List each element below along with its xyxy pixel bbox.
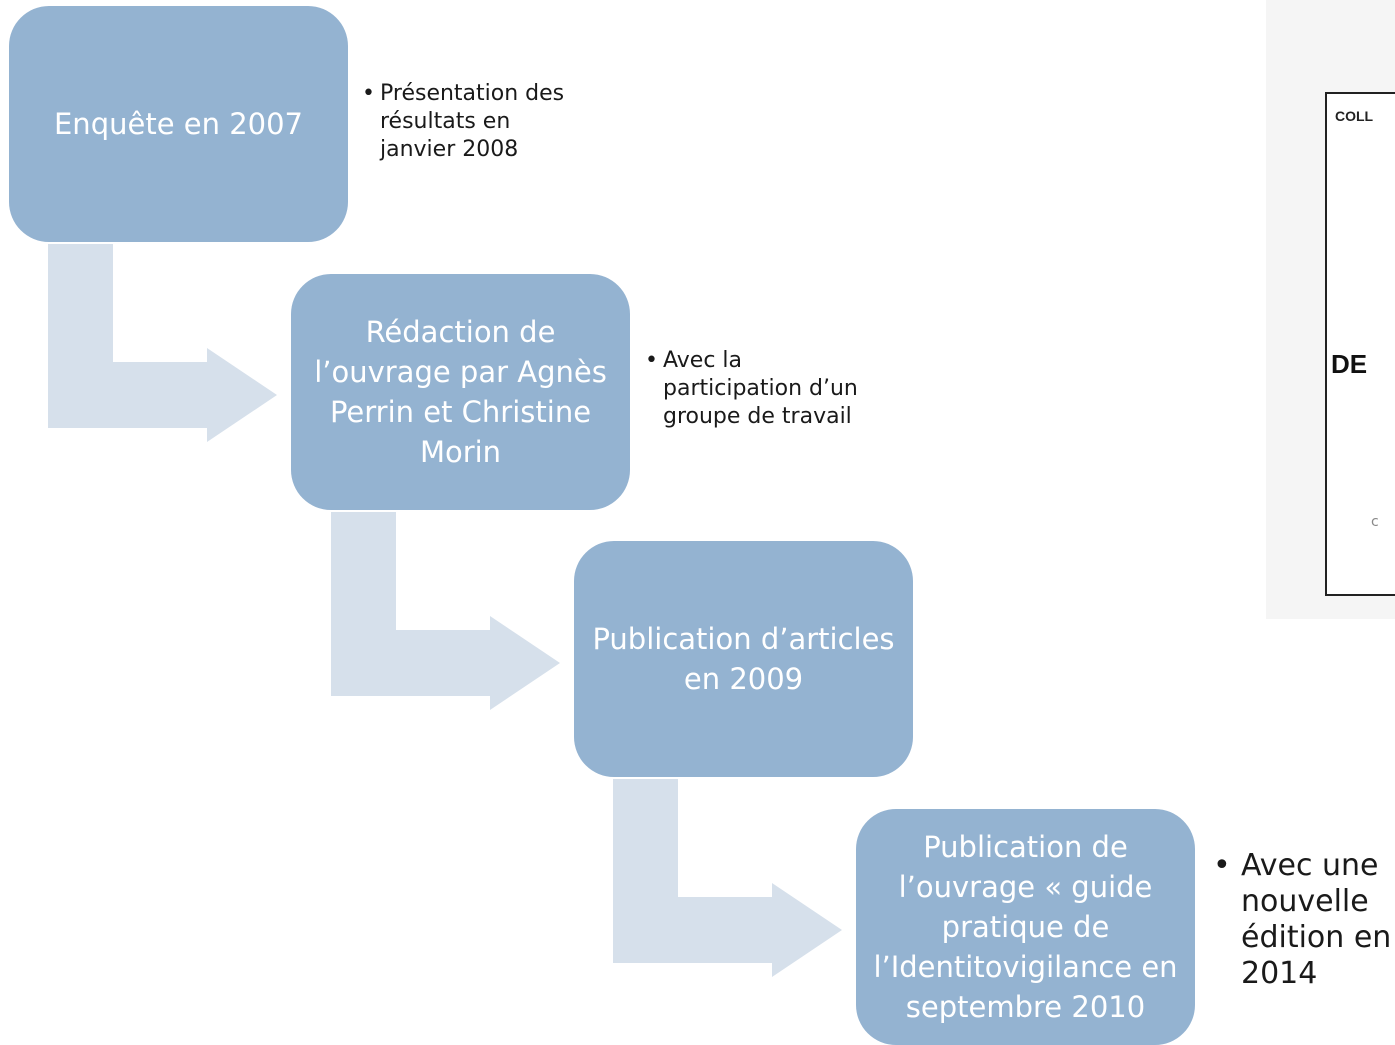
book-mark-text: c — [1371, 514, 1379, 530]
step-label: Publication d’articles en 2009 — [592, 622, 895, 696]
note-text: Avec une nouvelle édition en 2014 — [1241, 848, 1392, 991]
step-label: Rédaction de l’ouvrage par Agnès Perrin … — [314, 315, 607, 469]
book-title-text: DE — [1331, 349, 1368, 379]
note-nouvelle-edition: • Avec une nouvelle édition en 2014 — [1213, 848, 1395, 992]
bullet-icon: • — [1213, 848, 1231, 883]
arrow-2 — [331, 512, 560, 710]
note-groupe-travail: • Avec la participation d’un groupe de t… — [645, 347, 873, 431]
book-collection-text: COLL — [1335, 108, 1374, 124]
step-box-redaction: Rédaction de l’ouvrage par Agnès Perrin … — [291, 274, 630, 510]
note-text: Présentation des résultats en janvier 20… — [380, 81, 565, 162]
arrow-1 — [48, 244, 277, 442]
arrow-3 — [613, 779, 842, 977]
bullet-icon: • — [645, 348, 658, 373]
step-box-publication-ouvrage: Publication de l’ouvrage « guide pratiqu… — [856, 809, 1195, 1045]
note-resultats: • Présentation des résultats en janvier … — [362, 80, 577, 164]
step-box-publication-articles: Publication d’articles en 2009 — [574, 541, 913, 777]
bullet-icon: • — [362, 81, 375, 106]
step-box-enquete: Enquête en 2007 — [9, 6, 348, 242]
step-label: Enquête en 2007 — [53, 107, 303, 141]
step-label: Publication de l’ouvrage « guide pratiqu… — [873, 830, 1178, 1024]
book-cover-frame: COLL DE c — [1325, 92, 1395, 596]
note-text: Avec la participation d’un groupe de tra… — [663, 348, 858, 429]
